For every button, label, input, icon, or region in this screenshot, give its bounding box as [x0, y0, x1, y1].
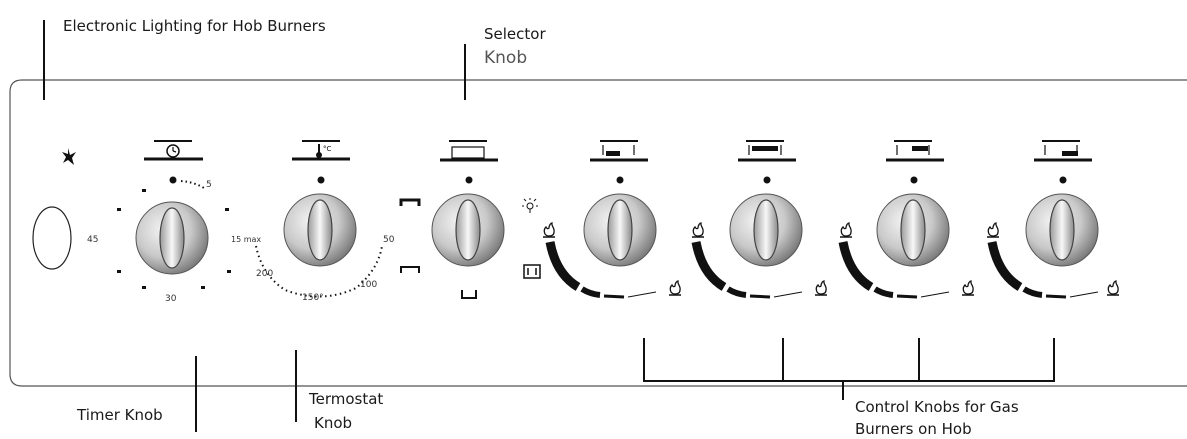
thermostat-scale-100: 100 [360, 280, 378, 290]
burner-position-icon-2 [738, 140, 796, 162]
callout-bracket-gas [643, 338, 1055, 400]
selector-knob [431, 193, 505, 267]
thermostat-indicator-dot [317, 176, 325, 184]
timer-scale-5: 5 [206, 180, 212, 190]
timer-knob [135, 201, 209, 275]
thermostat-dotted-arc [255, 245, 383, 298]
lamp-icon [522, 198, 538, 213]
ignition-button [32, 206, 72, 270]
timer-scale-45: 45 [87, 235, 99, 245]
thermostat-scale-50: 50 [383, 235, 395, 245]
thermostat-scale-200: 200 [256, 269, 274, 279]
timer-dotted-arc [180, 180, 205, 189]
label-termostat-line2: Knob [314, 414, 353, 432]
timer-tick-marks [117, 189, 231, 289]
label-selector-line1: Selector [484, 25, 546, 43]
label-timer: Timer Knob [77, 406, 163, 424]
flame-icon [542, 222, 556, 238]
burner-position-icon-3 [886, 140, 944, 162]
ignition-spark-icon [62, 148, 76, 165]
burner-knob-4 [1025, 193, 1099, 267]
timer-indicator-dot [169, 176, 177, 184]
burner-knob-1 [583, 193, 657, 267]
clock-icon [144, 140, 203, 161]
oven-mode-icon [440, 140, 498, 162]
label-electronic-lighting: Electronic Lighting for Hob Burners [63, 17, 326, 35]
burner-knob-2 [729, 193, 803, 267]
thermostat-knob [283, 193, 357, 267]
label-gas-line2: Burners on Hob [855, 420, 972, 438]
thermometer-icon: °C [292, 140, 350, 161]
label-gas-line1: Control Knobs for Gas [855, 398, 1019, 416]
burner-position-icon-1 [590, 140, 648, 162]
panel-outline [9, 79, 1187, 387]
label-selector-line2: Knob [484, 48, 528, 68]
timer-scale-30: 30 [165, 294, 177, 304]
selector-indicator-dot [465, 176, 473, 184]
selector-mode-icons [399, 198, 477, 299]
burner-position-icon-4 [1034, 140, 1092, 162]
thermostat-scale-150: 150° [302, 293, 324, 303]
grill-icon [523, 264, 541, 279]
burner-knob-3 [876, 193, 950, 267]
label-termostat-line1: Termostat [309, 390, 384, 408]
thermostat-scale-15max: 15 max [231, 235, 262, 244]
svg-text:°C: °C [323, 145, 332, 153]
